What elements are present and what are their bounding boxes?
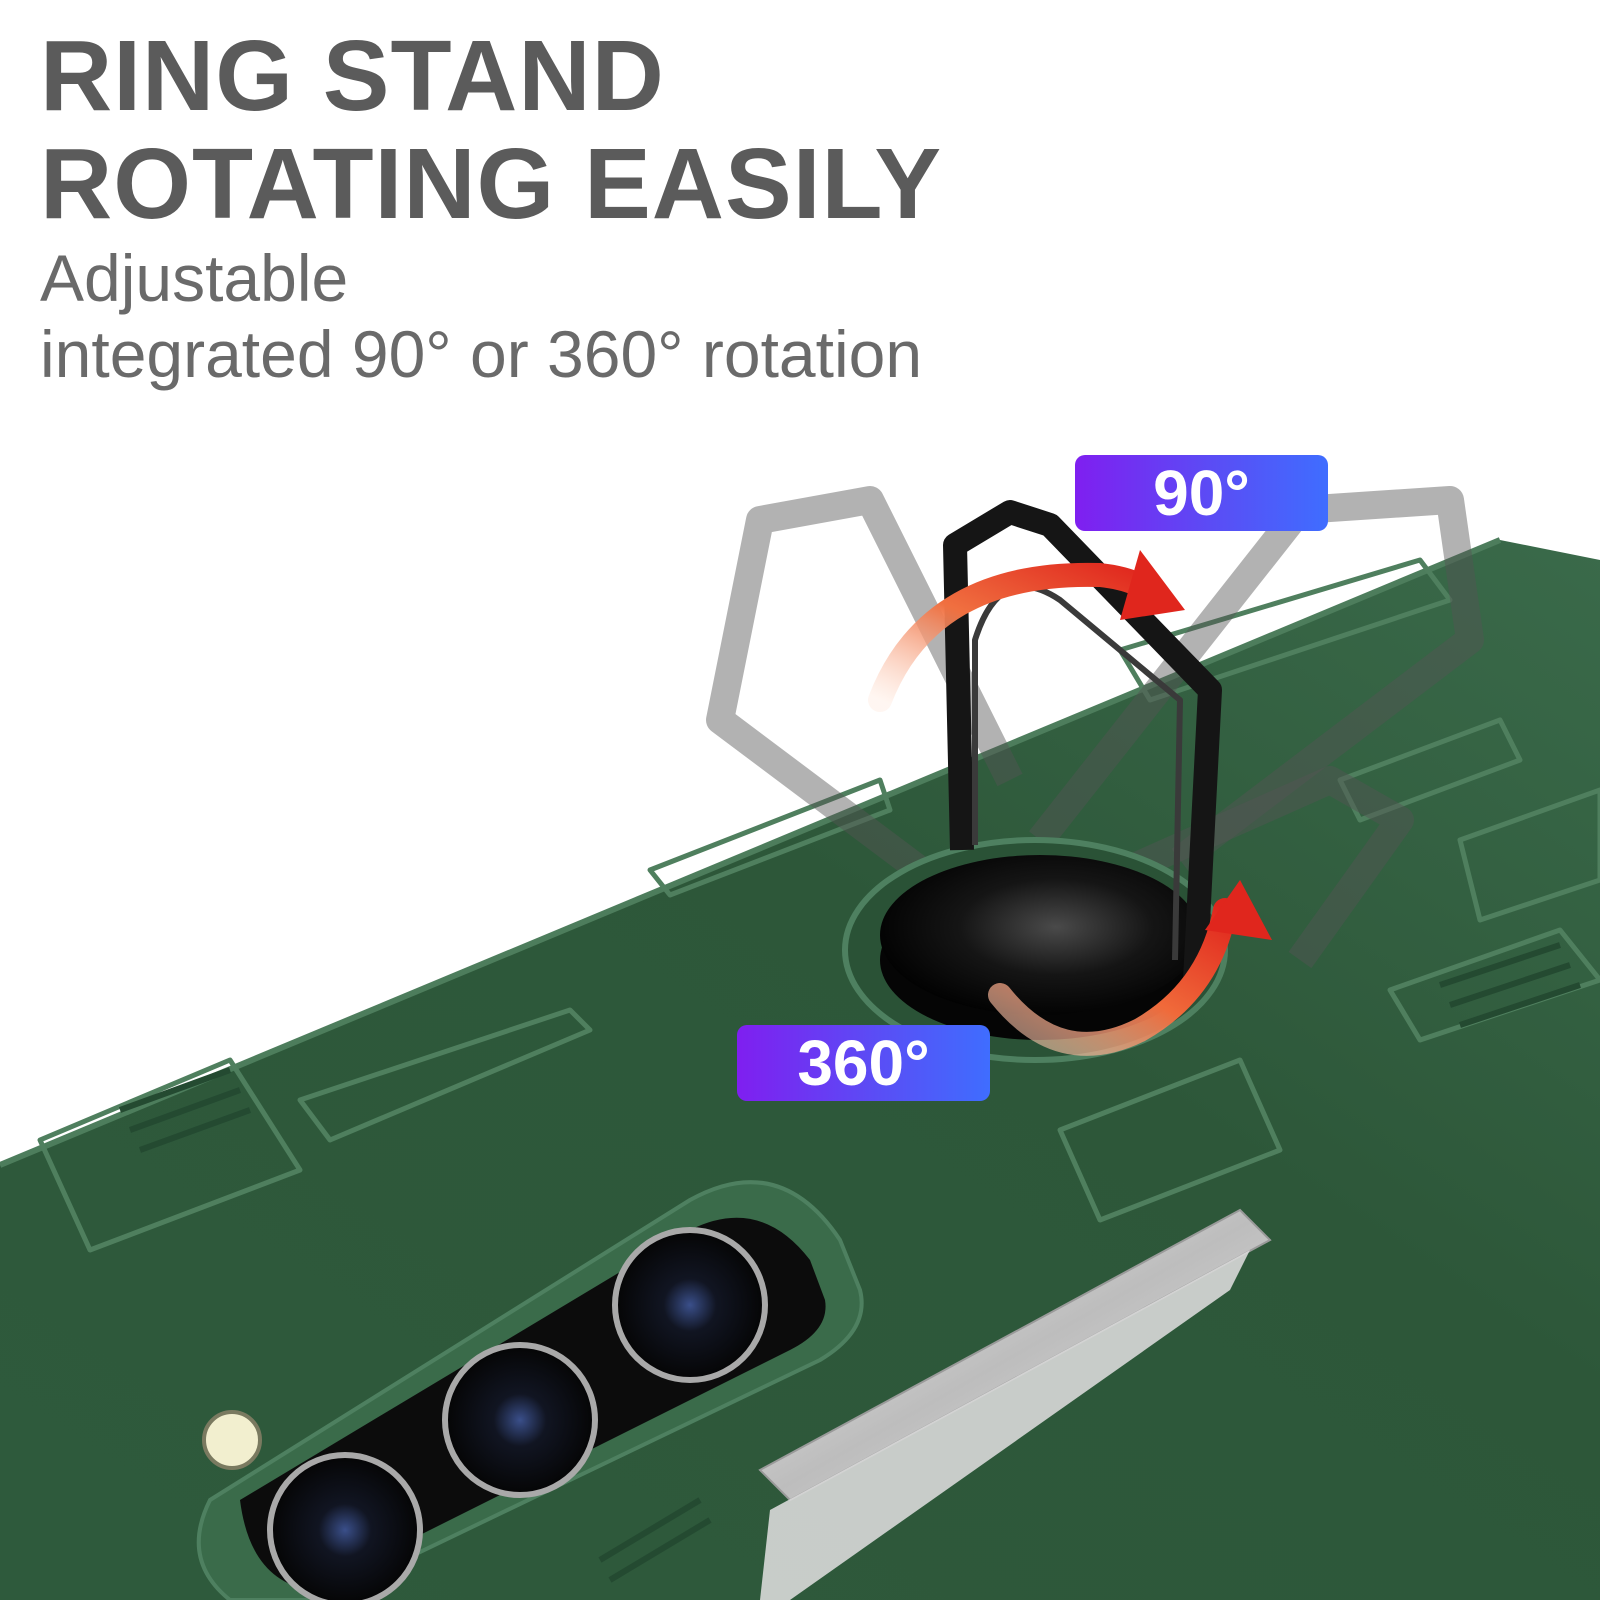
hinge-bar [758,1208,1272,1502]
rotation-90-badge: 90° [1075,455,1328,531]
case-armor-ridges [37,557,1600,1253]
ring-disc [880,855,1200,1015]
headline: RING STAND ROTATING EASILY [40,22,942,238]
subtitle-line-2: integrated 90° or 360° rotation [40,317,923,391]
camera-module [196,1180,864,1600]
camera-lens-3 [267,1452,423,1600]
case-edge-highlight [0,537,1502,1168]
camera-lens-1 [612,1227,768,1383]
subtitle-line-1: Adjustable [40,241,349,315]
flash [202,1410,262,1470]
grip-ribs [118,942,1581,1583]
subtitle: Adjustable integrated 90° or 360° rotati… [40,240,922,392]
camera-lens-2 [442,1342,598,1498]
arrow-360-head [1205,880,1272,940]
headline-line-1: RING STAND [40,20,665,132]
rotation-360-badge: 360° [737,1025,990,1101]
headline-line-2: ROTATING EASILY [40,128,943,240]
arrow-360-icon [988,898,1237,1056]
arrow-90-head [1120,550,1185,620]
